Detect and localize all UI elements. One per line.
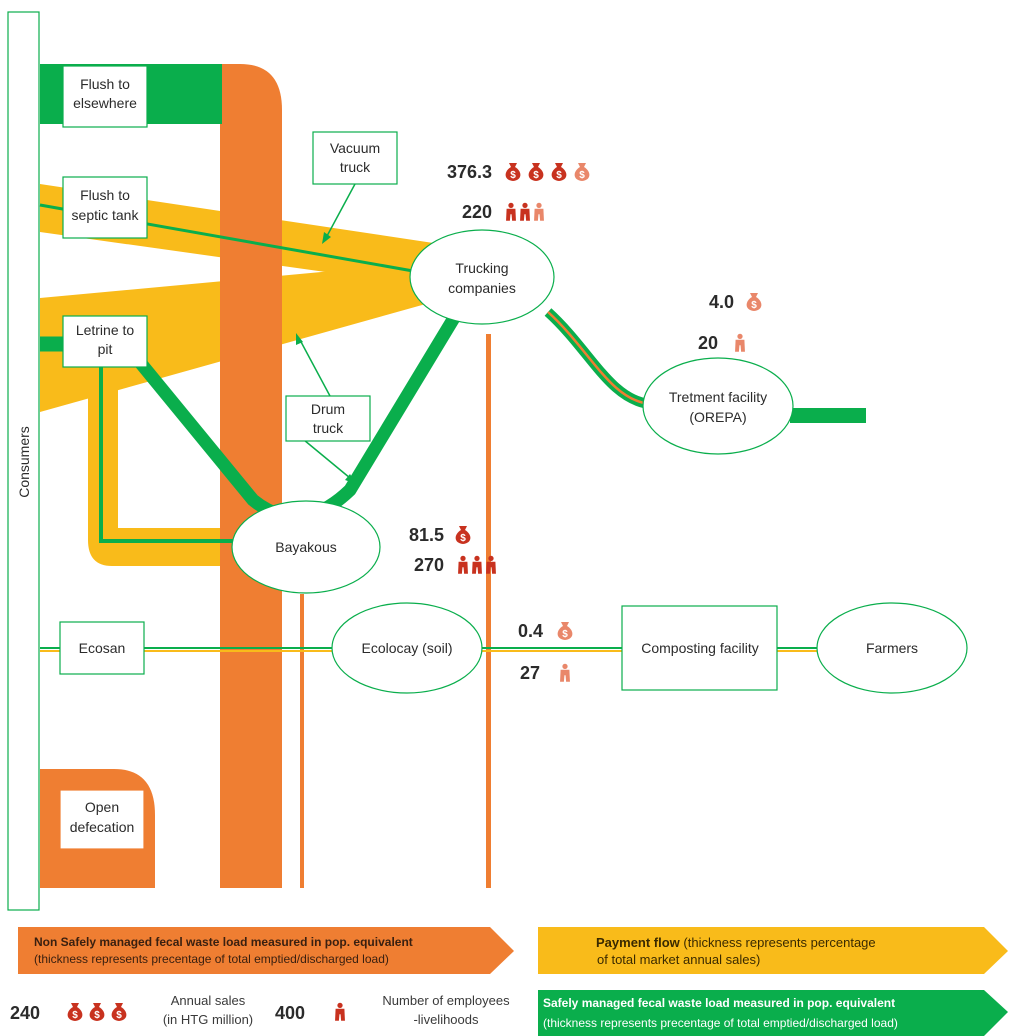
sales-icons-trucking: $ $ $ $ [505, 163, 590, 181]
svg-text:270: 270 [414, 555, 444, 575]
employee-icons-legend [335, 1002, 345, 1021]
svg-text:Farmers: Farmers [866, 640, 918, 656]
svg-text:27: 27 [520, 663, 540, 683]
person-icon [472, 555, 482, 574]
node-treatment-facility: Tretment facility(OREPA) [642, 357, 794, 455]
dollar-sign-icon: $ [94, 1010, 100, 1021]
dollar-sign-icon: $ [751, 300, 757, 311]
legend-safe: Safely managed fecal waste load measured… [538, 990, 1008, 1036]
node-composting-facility: Composting facility [621, 605, 778, 691]
svg-text:Non Safely managed fecal waste: Non Safely managed fecal waste load meas… [34, 935, 413, 949]
svg-text:4.0: 4.0 [709, 292, 734, 312]
non-safe-bayakous-line [300, 594, 304, 888]
employee-icons-trucking [506, 202, 544, 221]
svg-text:Payment flow (thickness repres: Payment flow (thickness represents perce… [596, 935, 876, 950]
dollar-sign-icon: $ [72, 1010, 78, 1021]
svg-text:400: 400 [275, 1003, 305, 1023]
consumers-column [7, 11, 40, 911]
svg-text:81.5: 81.5 [409, 525, 444, 545]
svg-text:Bayakous: Bayakous [275, 539, 336, 555]
dollar-sign-icon: $ [510, 170, 516, 181]
dollar-sign-icon: $ [579, 170, 585, 181]
svg-text:-livelihoods: -livelihoods [413, 1012, 479, 1027]
treatment-output-flow [790, 408, 866, 423]
person-icon [560, 663, 570, 682]
legend-employees: 400 Number of employees -livelihoods [275, 993, 510, 1027]
svg-text:376.3: 376.3 [447, 162, 492, 182]
non-safe-trucking-line [486, 334, 491, 888]
legend-payment: Payment flow (thickness represents perce… [538, 927, 1008, 974]
person-icon [335, 1002, 345, 1021]
person-icon [506, 202, 516, 221]
svg-text:20: 20 [698, 333, 718, 353]
legend-annual-sales: 240 $ $ $ Annual sales (in HTG million) [10, 993, 253, 1027]
node-farmers: Farmers [816, 602, 968, 694]
non-safe-main-trunk [220, 64, 282, 888]
annotation-arrows [296, 183, 356, 484]
legend: Non Safely managed fecal waste load meas… [10, 927, 1008, 1036]
employee-icons-composting [560, 663, 570, 682]
svg-text:0.4: 0.4 [518, 621, 543, 641]
person-icon [520, 202, 530, 221]
svg-text:(thickness represents precenta: (thickness represents precentage of tota… [543, 1016, 898, 1030]
consumers-label: Consumers [16, 426, 32, 498]
stats-composting: 0.4 $ 27 [518, 621, 573, 683]
svg-text:Ecolocay (soil): Ecolocay (soil) [361, 640, 452, 656]
svg-text:Annual sales: Annual sales [171, 993, 246, 1008]
employee-icons-treatment [735, 333, 745, 352]
dollar-sign-icon: $ [116, 1010, 122, 1021]
node-ecolocay: Ecolocay (soil) [331, 602, 483, 694]
dollar-sign-icon: $ [556, 170, 562, 181]
svg-text:(in HTG million): (in HTG million) [163, 1012, 253, 1027]
sales-icons-legend: $ $ $ [67, 1003, 127, 1021]
svg-text:(thickness represents precenta: (thickness represents precentage of tota… [34, 952, 389, 966]
pit-inner-line [99, 344, 240, 543]
node-bayakous: Bayakous [231, 500, 381, 594]
legend-non-safe: Non Safely managed fecal waste load meas… [18, 927, 514, 974]
svg-text:220: 220 [462, 202, 492, 222]
dollar-sign-icon: $ [562, 629, 568, 640]
person-icon [534, 202, 544, 221]
dollar-sign-icon: $ [533, 170, 539, 181]
person-icon [735, 333, 745, 352]
dollar-sign-icon: $ [460, 533, 466, 544]
stats-trucking: 376.3 $ $ $ $ 220 [447, 162, 590, 222]
svg-text:240: 240 [10, 1003, 40, 1023]
sales-icons-composting: $ [557, 622, 573, 640]
sales-icons-bayakous: $ [455, 526, 471, 544]
node-ecosan: Ecosan [59, 621, 145, 675]
svg-text:Composting facility: Composting facility [641, 640, 759, 656]
svg-text:Ecosan: Ecosan [79, 640, 126, 656]
stats-treatment: 4.0 $ 20 [698, 292, 762, 353]
svg-text:Number of employees: Number of employees [382, 993, 510, 1008]
svg-text:Safely managed fecal waste loa: Safely managed fecal waste load measured… [543, 996, 895, 1010]
svg-text:of total market annual sales): of total market annual sales) [597, 952, 760, 967]
svg-text:Tretment facility(OREPA): Tretment facility(OREPA) [669, 389, 767, 425]
stats-bayakous: 81.5 $ 270 [409, 525, 496, 575]
person-icon [458, 555, 468, 574]
sales-icons-treatment: $ [746, 293, 762, 311]
trucking-to-treatment-inner [547, 311, 651, 406]
